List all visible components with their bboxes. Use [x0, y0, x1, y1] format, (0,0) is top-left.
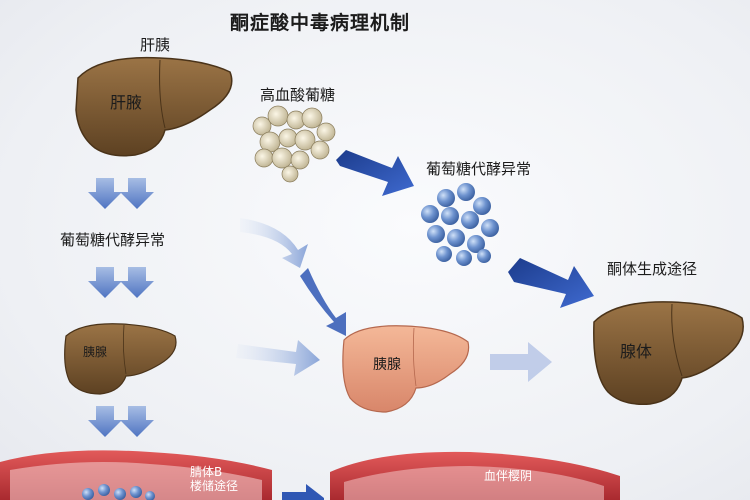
- organ-label-liver-small: 胰腺: [83, 345, 108, 359]
- vessel-label-left: 腈体B 楼储途径: [190, 465, 239, 494]
- vessel-label-left-line2: 楼储途径: [190, 478, 239, 493]
- straight-arrow-left: [236, 340, 320, 376]
- liver-small-organ: [64, 323, 177, 395]
- blood-vessel-right: [330, 451, 620, 500]
- blood-vessel-left: [0, 450, 272, 500]
- down-arrows-2: [88, 267, 154, 298]
- curved-arrow-upper: [240, 218, 308, 268]
- vessel-label-right: 血伴樱阴: [484, 469, 533, 483]
- organ-label-kidney: 腺体: [620, 342, 653, 361]
- glucose-molecules: [421, 183, 499, 266]
- arrow-vessel-right: [282, 484, 324, 500]
- label-glucose-metab-right: 葡萄糖代酵异常: [426, 160, 532, 178]
- pancreas-organ: [342, 325, 470, 413]
- glucose-crystals: [252, 105, 336, 183]
- arrow-glucose-to-ketone: [508, 258, 594, 308]
- organ-label-pancreas: 胰腺: [373, 357, 401, 373]
- label-high-glucose: 高血酸葡糖: [260, 86, 336, 104]
- diagram-title: 酮症酸中毒病理机制: [230, 12, 411, 34]
- organ-label-liver-main: 肝腋: [110, 93, 143, 112]
- liver-main-organ: [75, 56, 233, 157]
- arrow-crystal-to-glucose: [336, 150, 414, 196]
- curved-arrow-middle: [300, 268, 346, 336]
- label-top-liver: 肝胰: [140, 36, 171, 54]
- down-arrows-1: [88, 178, 154, 209]
- label-glucose-metab-left: 葡萄糖代酵异常: [60, 231, 166, 249]
- vessel-label-left-line1: 腈体B: [190, 465, 223, 479]
- label-ketone-path: 酮体生成途径: [607, 260, 698, 278]
- down-arrows-3: [88, 406, 154, 437]
- arrow-pancreas-to-kidney: [490, 342, 552, 382]
- kidney-organ: [593, 301, 744, 405]
